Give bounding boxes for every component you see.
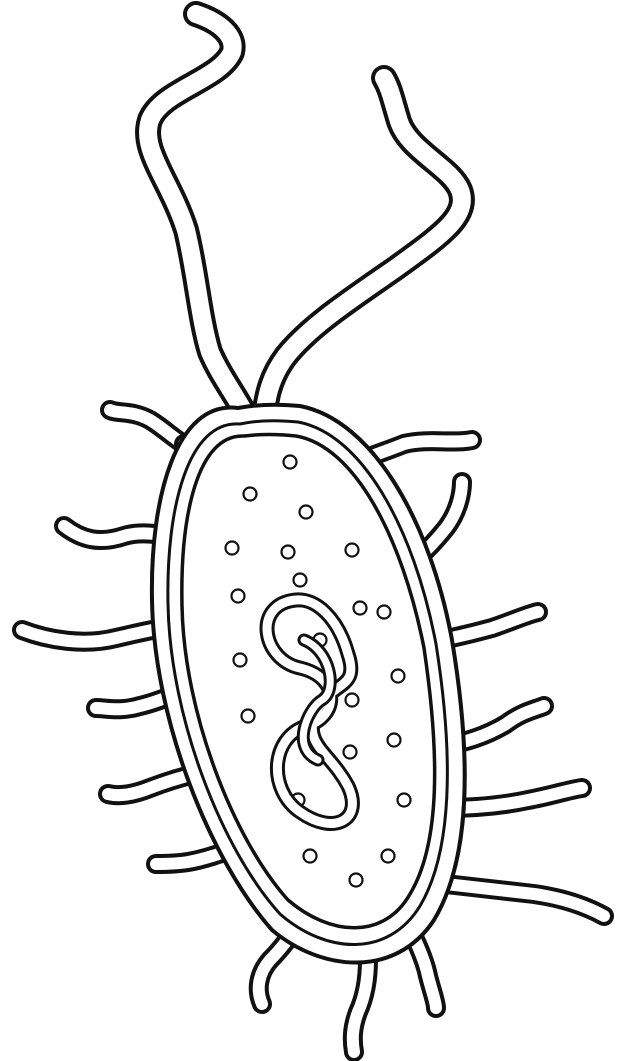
flagellum: [148, 14, 254, 432]
ribosome: [354, 602, 367, 615]
ribosome: [392, 670, 405, 683]
flagellum-outline: [262, 78, 462, 432]
pilus: [428, 882, 604, 916]
ribosome: [300, 506, 313, 519]
ribosome: [350, 874, 363, 887]
ribosome: [346, 694, 359, 707]
ribosome: [232, 590, 245, 603]
ribosome: [388, 734, 401, 747]
ribosome: [378, 606, 391, 619]
ribosome: [226, 542, 239, 555]
flagellum: [262, 78, 462, 432]
ribosome: [244, 488, 257, 501]
ribosome: [346, 544, 359, 557]
ribosome: [242, 710, 255, 723]
ribosome: [344, 746, 357, 759]
ribosome: [284, 456, 297, 469]
ribosome: [294, 574, 307, 587]
ribosome: [304, 850, 317, 863]
flagellum-fill: [148, 14, 254, 432]
ribosome: [398, 794, 411, 807]
flagella: [148, 14, 462, 432]
cell-envelope: [152, 405, 465, 963]
ribosome: [282, 546, 295, 559]
ribosome: [234, 654, 247, 667]
ribosome: [382, 850, 395, 863]
